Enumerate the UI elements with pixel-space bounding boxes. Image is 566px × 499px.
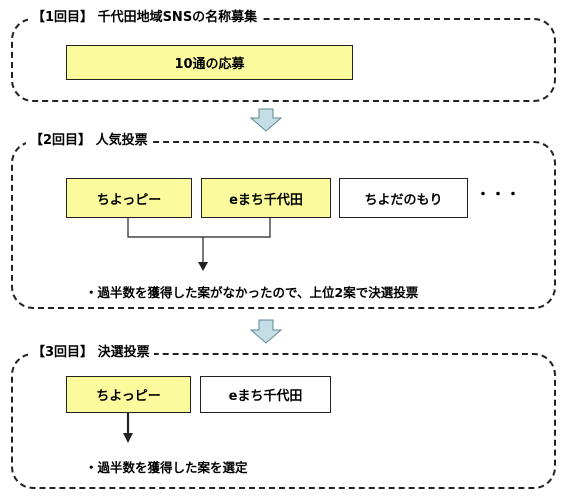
round-3-title: 【3回目】 決選投票 [28,345,154,361]
round-1-submissions-box: 10通の応募 [66,45,353,80]
round-3-result-note: ・過半数を獲得した案を選定 [85,460,248,475]
round-3-candidate-chiyoppi: ちよっピー [66,376,191,413]
round-2-result-note: ・過半数を獲得した案がなかったので、上位2案で決選投票 [85,285,419,300]
round-2-panel [11,141,556,309]
round-2-more-candidates-ellipsis: ・・・ [476,187,521,203]
round-2-candidate-emachi-chiyoda: eまち千代田 [201,178,331,218]
round-3-candidate-emachi-chiyoda: eまち千代田 [200,376,331,413]
round-2-top-two-bracket [127,218,271,271]
round-3-panel [11,353,556,489]
round-1-title: 【1回目】 千代田地域SNSの名称募集 [28,10,262,26]
round-2-candidate-chiyoda-no-mori: ちよだのもり [339,178,468,218]
round-1-panel [11,18,556,102]
round-2-title: 【2回目】 人気投票 [26,133,152,149]
down-arrow-icon [249,108,283,132]
down-arrow-icon [249,319,283,344]
round-2-candidate-chiyoppi: ちよっピー [66,178,192,218]
round-3-selection-arrow [123,413,133,443]
